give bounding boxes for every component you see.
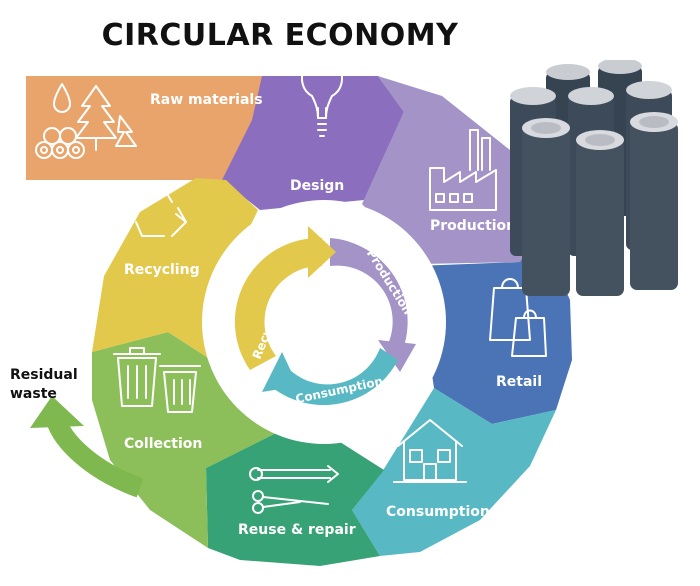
recycle-icon [131, 181, 187, 237]
inner-arrowhead-recycling [308, 226, 336, 278]
shopping-bags-icon [489, 278, 547, 357]
label-recycling: Recycling [124, 262, 200, 278]
logs-icon [35, 127, 85, 159]
segment-reuse-repair [206, 430, 384, 566]
residual-waste-label: Residual waste [10, 366, 110, 404]
inner-arrowhead-production [378, 340, 416, 372]
inner-arrowhead-consumption [262, 352, 298, 392]
trash-bins-icon [113, 347, 201, 413]
residual-waste-line1: Residual [10, 367, 78, 383]
label-raw-materials: Raw materials [150, 92, 263, 108]
inner-arc-recycling [234, 237, 322, 370]
residual-waste-arrowhead [30, 396, 84, 428]
factory-icon [429, 129, 497, 211]
inner-arc-consumption [268, 348, 398, 406]
battery-cells-image [510, 60, 678, 296]
segment-design [222, 76, 404, 210]
lightbulb-icon [301, 57, 343, 137]
label-reuse-repair: Reuse & repair [238, 522, 356, 538]
drop-icon [53, 83, 71, 113]
label-production: Production [430, 218, 516, 234]
page-title: CIRCULAR ECONOMY [101, 18, 459, 53]
tree-icon [75, 85, 137, 151]
battery-front-row [522, 112, 678, 296]
segment-raw-materials [26, 76, 312, 180]
residual-waste-line2: waste [10, 386, 57, 402]
tools-icon [249, 465, 339, 514]
label-collection: Collection [124, 436, 202, 452]
label-design: Design [290, 178, 344, 194]
segment-consumption [352, 388, 556, 556]
label-retail: Retail [496, 374, 542, 390]
segment-production [362, 76, 540, 264]
inner-arc-production [330, 238, 408, 352]
label-consumption: Consumption [386, 504, 490, 520]
house-icon [393, 419, 467, 483]
